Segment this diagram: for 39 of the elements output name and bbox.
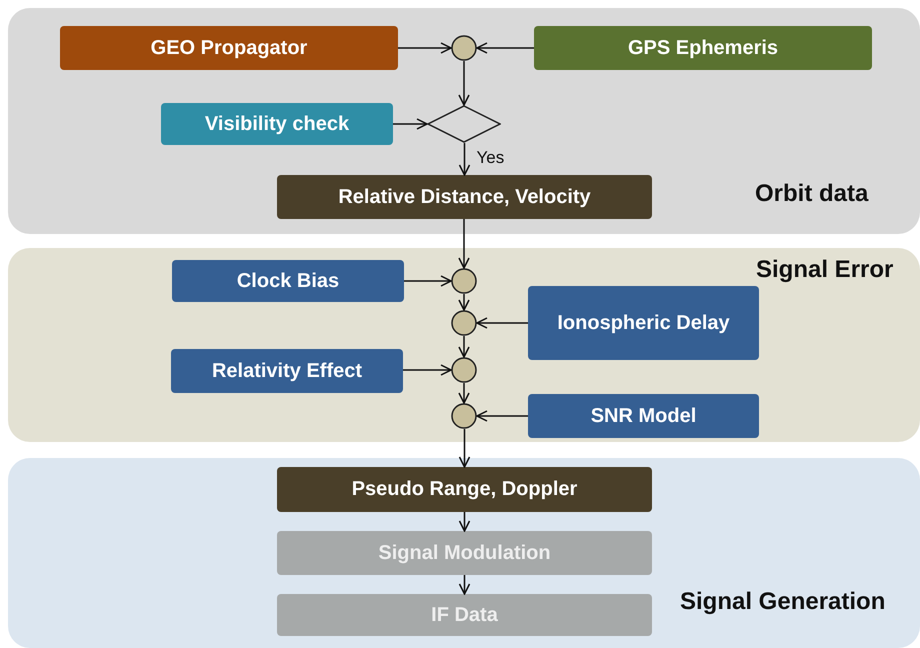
arrow — [458, 294, 470, 311]
section-title: Signal Generation — [680, 588, 886, 616]
arrow — [398, 42, 452, 54]
section-panel — [8, 8, 920, 234]
arrow — [393, 118, 428, 130]
section-panel — [8, 458, 920, 648]
arrow — [476, 317, 528, 329]
process-box: Clock Bias — [172, 260, 404, 302]
junction-circle — [451, 403, 477, 429]
arrow — [458, 512, 470, 532]
arrow — [458, 336, 470, 358]
junction-circle — [451, 35, 477, 61]
arrow — [458, 429, 470, 468]
process-box: Visibility check — [161, 103, 393, 145]
process-box: Pseudo Range, Doppler — [277, 467, 652, 512]
arrow — [458, 143, 470, 176]
process-box: Signal Modulation — [277, 531, 652, 575]
arrow — [476, 42, 534, 54]
arrow — [404, 275, 452, 287]
arrow — [458, 575, 470, 595]
arrow — [458, 219, 470, 269]
arrow — [458, 61, 470, 106]
junction-circle — [451, 268, 477, 294]
decision-diamond — [427, 105, 501, 143]
process-box: Relativity Effect — [171, 349, 403, 393]
process-box: Ionospheric Delay — [528, 286, 759, 360]
process-box: SNR Model — [528, 394, 759, 438]
process-box: Relative Distance, Velocity — [277, 175, 652, 219]
process-box: GPS Ephemeris — [534, 26, 872, 70]
arrow — [403, 364, 452, 376]
junction-circle — [451, 310, 477, 336]
arrow — [458, 383, 470, 404]
section-title: Signal Error — [756, 256, 894, 284]
process-box: GEO Propagator — [60, 26, 398, 70]
junction-circle — [451, 357, 477, 383]
arrow — [476, 410, 528, 422]
section-panel — [8, 248, 920, 442]
section-title: Orbit data — [755, 180, 868, 208]
process-box: IF Data — [277, 594, 652, 636]
